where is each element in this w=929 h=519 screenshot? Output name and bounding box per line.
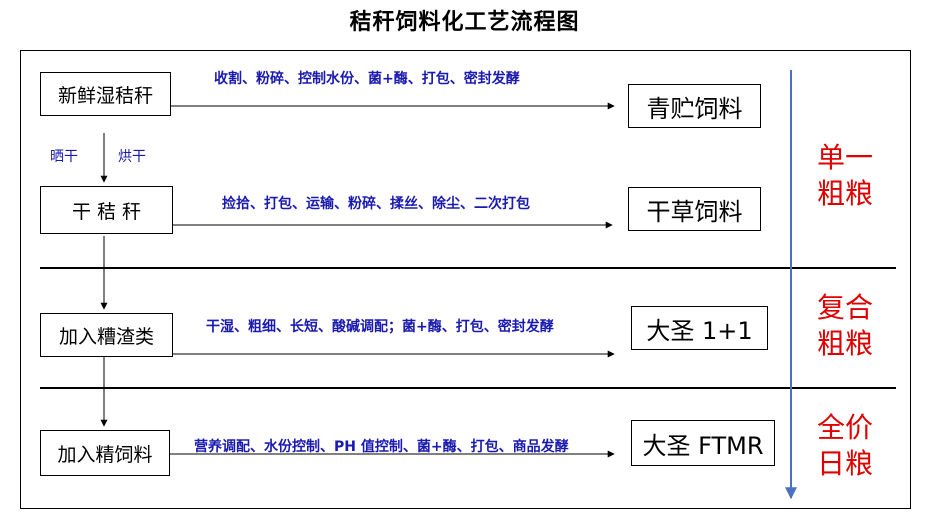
drying-label-sun: 晒干 bbox=[50, 149, 78, 165]
output-box-silage: 青贮饲料 bbox=[628, 84, 761, 128]
output-box-dasheng-1plus1: 大圣 1+1 bbox=[631, 306, 768, 350]
process-label-4: 营养调配、水份控制、PH 值控制、菌+酶、打包、商品发酵 bbox=[194, 439, 569, 455]
diagram-frame bbox=[20, 50, 911, 509]
input-box-fresh-straw: 新鲜湿秸秆 bbox=[40, 72, 171, 116]
category-single-line1: 单一 bbox=[816, 141, 873, 174]
input-box-add-residue: 加入糟渣类 bbox=[40, 313, 173, 357]
category-label-complete: 全价 日粮 bbox=[805, 410, 885, 482]
input-box-add-concentrate: 加入精饲料 bbox=[40, 430, 170, 476]
process-label-3: 干湿、粗细、长短、酸碱调配；菌+酶、打包、密封发酵 bbox=[206, 319, 554, 335]
category-complete-line1: 全价 bbox=[816, 411, 873, 444]
category-compound-line2: 粗粮 bbox=[816, 327, 873, 360]
process-label-2: 捡拾、打包、运输、粉碎、揉丝、除尘、二次打包 bbox=[222, 196, 530, 212]
input-box-dry-straw: 干 秸 秆 bbox=[40, 186, 173, 234]
category-label-single: 单一 粗粮 bbox=[805, 140, 885, 212]
process-label-1: 收割、粉碎、控制水份、菌+酶、打包、密封发酵 bbox=[214, 71, 520, 87]
category-complete-line2: 日粮 bbox=[816, 447, 873, 480]
drying-label-oven: 烘干 bbox=[118, 149, 146, 165]
category-single-line2: 粗粮 bbox=[816, 177, 873, 210]
output-box-hay: 干草饲料 bbox=[628, 187, 761, 231]
category-label-compound: 复合 粗粮 bbox=[805, 290, 885, 362]
category-compound-line1: 复合 bbox=[816, 291, 873, 324]
diagram-title: 秸秆饲料化工艺流程图 bbox=[349, 9, 580, 35]
output-box-dasheng-ftmr: 大圣 FTMR bbox=[631, 420, 775, 466]
